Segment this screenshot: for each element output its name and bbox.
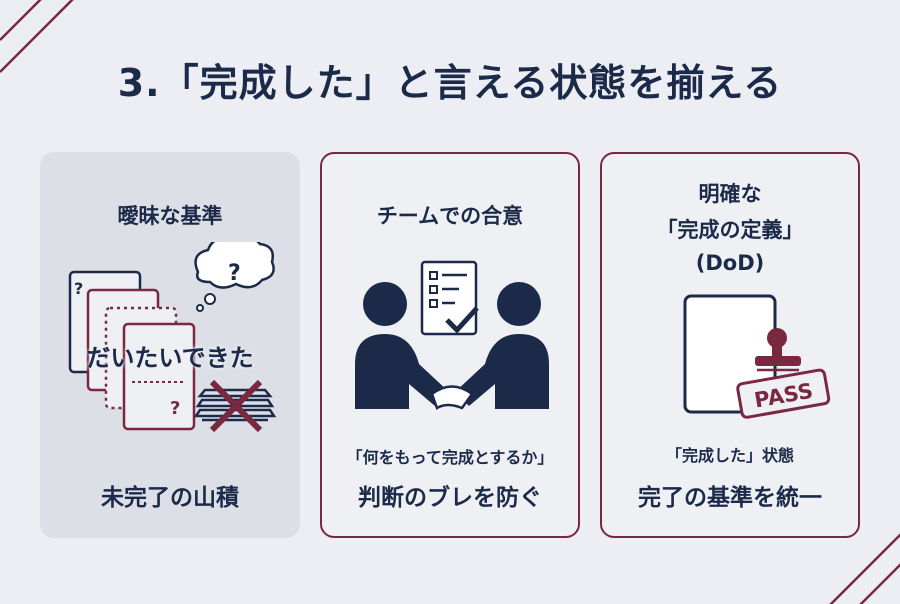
pile-of-unclear-documents-icon: ? ? ?: [68, 242, 277, 433]
illustration-caption: だいたいできた: [86, 344, 254, 372]
card-subtext: 「完成した」状態: [665, 446, 794, 465]
svg-text:?: ?: [170, 398, 180, 419]
pass-stamp-document-icon: PASS: [683, 294, 831, 419]
card-team-agreement: チームでの合意 「何をもって完成とするか」 判断のブレを防ぐ: [320, 152, 580, 538]
card-heading: チームでの合意: [376, 204, 524, 228]
card-footer: 判断のブレを防ぐ: [358, 485, 542, 511]
svg-text:?: ?: [228, 261, 241, 286]
card-heading-line-3: (DoD): [695, 251, 765, 275]
card-footer: 完了の基準を統一: [638, 485, 822, 511]
handshake-checklist-icon: [355, 260, 549, 410]
card-footer: 未完了の山積: [101, 485, 239, 511]
card-heading-line-2: 「完成の定義」: [656, 218, 804, 242]
card-heading-line-1: 明確な: [698, 182, 762, 206]
page-title: 3.「完成した」と言える状態を揃える: [117, 61, 783, 105]
card-definition-of-done: 明確な 「完成の定義」 (DoD) PASS 「完成した」状態 完了の基準を統一: [600, 152, 860, 538]
card-subtext: 「何をもって完成とするか」: [346, 448, 554, 467]
svg-text:?: ?: [74, 279, 83, 298]
card-vague-criteria: 曖昧な基準 ? ? ? だいたいできた 未完了の山積: [40, 152, 300, 538]
card-heading: 曖昧な基準: [117, 204, 223, 228]
